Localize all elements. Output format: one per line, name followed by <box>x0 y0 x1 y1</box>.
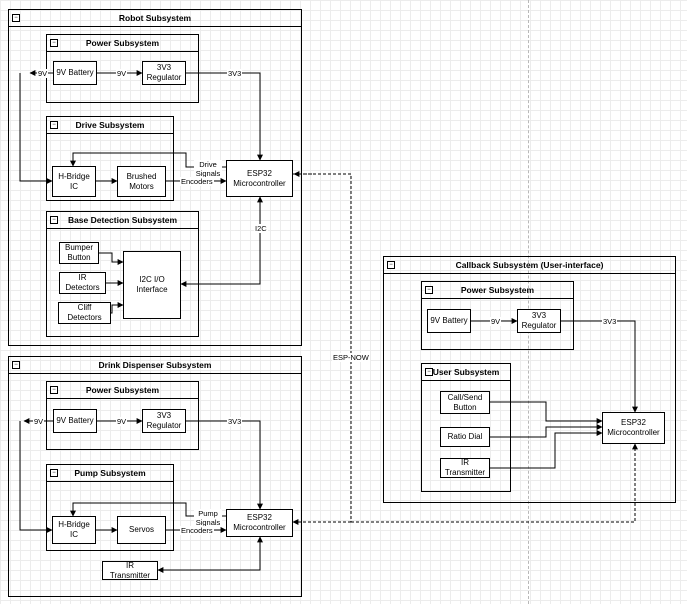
edge-label-espnow: ESP-NOW <box>332 353 370 362</box>
edge-label-robot-3v3: 3V3 <box>227 69 243 78</box>
callback-call-send-button-label: Call/Send Button <box>447 392 483 412</box>
robot-ir-detectors-label: IR Detectors <box>65 273 100 292</box>
callback-esp32-label: ESP32 Microcontroller <box>607 418 660 437</box>
callback-9v-battery[interactable]: 9V Battery <box>427 309 471 333</box>
robot-cliff-detectors-label: Cliff Detectors <box>67 303 102 322</box>
drink-3v3-regulator-label: 3V3 Regulator <box>146 411 182 430</box>
callback-ir-transmitter-label: IR Transmitter <box>444 458 486 477</box>
callback-ratio-dial-label: Ratio Dial <box>447 432 483 441</box>
drink-power-subsystem-title: Power Subsystem <box>47 382 198 399</box>
drink-pump-subsystem-title: Pump Subsystem <box>47 465 173 482</box>
drink-esp32-label: ESP32 Microcontroller <box>233 513 286 532</box>
edge-label-drive-signals: Drive Signals <box>194 160 222 178</box>
drink-hbridge-ic[interactable]: H-Bridge IC <box>52 516 96 544</box>
drink-servos[interactable]: Servos <box>117 516 166 544</box>
drink-ir-transmitter-label: IR Transmitter <box>109 560 151 580</box>
callback-power-subsystem-title: Power Subsystem <box>422 282 573 299</box>
robot-esp32-microcontroller[interactable]: ESP32 Microcontroller <box>226 160 293 197</box>
robot-cliff-detectors[interactable]: Cliff Detectors <box>58 302 111 324</box>
callback-user-subsystem-title: User Subsystem <box>422 364 510 381</box>
robot-brushed-motors[interactable]: Brushed Motors <box>117 166 166 197</box>
robot-9v-battery[interactable]: 9V Battery <box>53 61 97 85</box>
drink-3v3-regulator[interactable]: 3V3 Regulator <box>142 409 186 433</box>
robot-brushed-motors-label: Brushed Motors <box>126 171 157 191</box>
robot-9v-battery-label: 9V Battery <box>56 68 94 77</box>
callback-3v3-regulator-label: 3V3 Regulator <box>521 311 557 330</box>
collapse-icon[interactable]: − <box>425 286 433 294</box>
callback-esp32-microcontroller[interactable]: ESP32 Microcontroller <box>602 412 665 444</box>
edge-label-robot-encoders: Encoders <box>180 177 214 186</box>
callback-subsystem-title: Callback Subsystem (User-interface) <box>384 257 675 274</box>
robot-ir-detectors[interactable]: IR Detectors <box>59 272 106 294</box>
robot-drive-subsystem-title: Drive Subsystem <box>47 117 173 134</box>
drink-dispenser-subsystem-title: Drink Dispenser Subsystem <box>9 357 301 374</box>
callback-ratio-dial[interactable]: Ratio Dial <box>440 427 490 447</box>
collapse-icon[interactable]: − <box>50 216 58 224</box>
collapse-icon[interactable]: − <box>12 361 20 369</box>
drink-9v-battery-label: 9V Battery <box>56 416 94 425</box>
collapse-icon[interactable]: − <box>50 469 58 477</box>
robot-power-subsystem-container[interactable]: Power Subsystem − <box>46 34 199 103</box>
callback-ir-transmitter[interactable]: IR Transmitter <box>440 458 490 478</box>
collapse-icon[interactable]: − <box>425 368 433 376</box>
collapse-icon[interactable]: − <box>50 121 58 129</box>
callback-3v3-regulator[interactable]: 3V3 Regulator <box>517 309 561 333</box>
drink-9v-battery[interactable]: 9V Battery <box>53 409 97 433</box>
drink-ir-transmitter[interactable]: IR Transmitter <box>102 561 158 580</box>
robot-subsystem-title: Robot Subsystem <box>9 10 301 27</box>
edge-label-drink-encoders: Encoders <box>180 526 214 535</box>
edge-label-pump-signals: Pump Signals <box>194 509 222 527</box>
edge-label-drink-9v-left: 9V <box>33 417 45 426</box>
robot-hbridge-ic-label: H-Bridge IC <box>58 171 90 191</box>
collapse-icon[interactable]: − <box>12 14 20 22</box>
drink-servos-label: Servos <box>129 525 154 534</box>
edge-label-robot-9v-left: 9V <box>37 69 49 78</box>
callback-9v-battery-label: 9V Battery <box>430 316 468 325</box>
edge-label-i2c: I2C <box>254 224 268 233</box>
robot-i2c-io-interface[interactable]: I2C I/O Interface <box>123 251 181 319</box>
edge-label-drink-9v-mid: 9V <box>116 417 128 426</box>
robot-i2c-io-interface-label: I2C I/O Interface <box>136 275 168 294</box>
callback-power-subsystem-container[interactable]: Power Subsystem − <box>421 281 574 350</box>
edge-label-callback-9v: 9V <box>490 317 502 326</box>
robot-bumper-button[interactable]: Bumper Button <box>59 242 99 264</box>
robot-3v3-regulator-label: 3V3 Regulator <box>146 63 182 82</box>
robot-esp32-label: ESP32 Microcontroller <box>233 168 286 188</box>
robot-3v3-regulator[interactable]: 3V3 Regulator <box>142 61 186 85</box>
collapse-icon[interactable]: − <box>387 261 395 269</box>
drink-esp32-microcontroller[interactable]: ESP32 Microcontroller <box>226 509 293 537</box>
drink-power-subsystem-container[interactable]: Power Subsystem − <box>46 381 199 450</box>
edge-label-callback-3v3: 3V3 <box>602 317 618 326</box>
drink-hbridge-ic-label: H-Bridge IC <box>58 520 90 539</box>
robot-bumper-button-label: Bumper Button <box>64 243 93 262</box>
callback-call-send-button[interactable]: Call/Send Button <box>440 391 490 414</box>
edge-label-drink-3v3: 3V3 <box>227 417 243 426</box>
robot-base-detection-title: Base Detection Subsystem <box>47 212 198 229</box>
robot-hbridge-ic[interactable]: H-Bridge IC <box>52 166 96 197</box>
robot-power-subsystem-title: Power Subsystem <box>47 35 198 52</box>
edge-label-robot-9v-mid: 9V <box>116 69 128 78</box>
collapse-icon[interactable]: − <box>50 386 58 394</box>
collapse-icon[interactable]: − <box>50 39 58 47</box>
page-guide-line <box>528 0 529 604</box>
